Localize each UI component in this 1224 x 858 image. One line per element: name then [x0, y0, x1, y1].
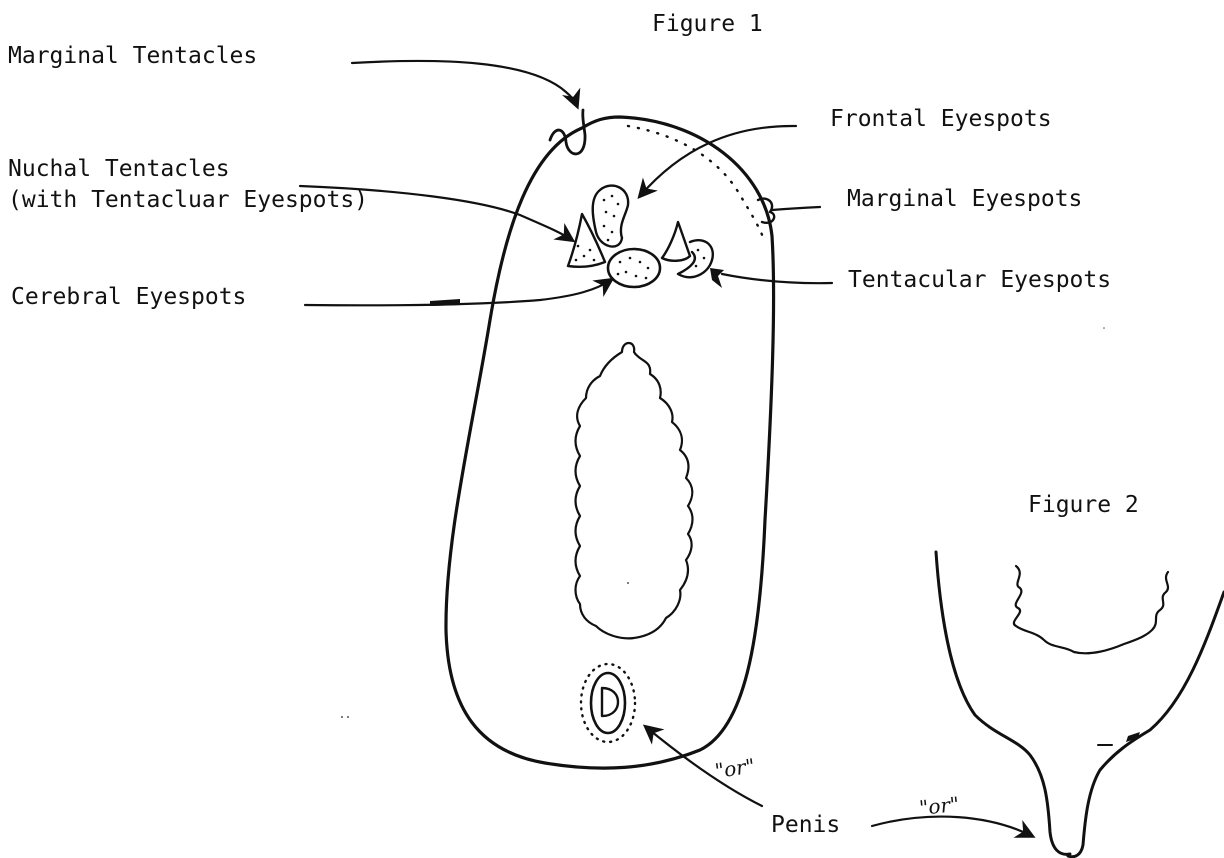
- arrow-penis-figure-2: [872, 817, 1032, 836]
- penis-center: [602, 688, 618, 716]
- arrow-cerebral-eyespots-bold: [430, 299, 460, 306]
- tentacular-eyespot-marker: [710, 268, 724, 288]
- wavy-pharynx: [576, 343, 693, 638]
- nuchal-tentacle-right: [662, 222, 690, 261]
- frontal-eyespot: [593, 186, 628, 247]
- label-tentacular-eyespots: Tentacular Eyespots: [848, 267, 1111, 293]
- label-cerebral-eyespots: Cerebral Eyespots: [11, 284, 246, 310]
- figure-1-caption: Figure 1: [652, 11, 763, 37]
- label-nuchal-tentacles: Nuchal Tentacles: [8, 156, 230, 182]
- arrow-marginal-eyespots: [772, 207, 820, 210]
- body-outline: [446, 117, 774, 768]
- cerebral-eyespot: [608, 249, 660, 287]
- label-marginal-eyespots: Marginal Eyespots: [847, 186, 1082, 212]
- arrow-tentacular-eyespots: [722, 274, 832, 283]
- figure-2-caption: Figure 2: [1028, 492, 1139, 518]
- arrow-frontal-eyespots: [640, 126, 796, 196]
- or-note-figure-1: "or": [713, 754, 756, 783]
- label-nuchal-tentacles-sub: (with Tentacluar Eyespots): [8, 187, 368, 213]
- label-penis: Penis: [771, 812, 840, 838]
- penis-outer-dotted: [581, 664, 635, 742]
- label-marginal-tentacles: Marginal Tentacles: [8, 43, 257, 69]
- figure-2-wavy-structure: [1014, 566, 1168, 653]
- frontal-dotted-margin: [628, 126, 764, 240]
- penis-ring: [591, 673, 625, 733]
- arrow-marginal-tentacles: [352, 61, 577, 106]
- label-frontal-eyespots: Frontal Eyespots: [830, 106, 1052, 132]
- figure-2-right-edge: [1068, 592, 1224, 857]
